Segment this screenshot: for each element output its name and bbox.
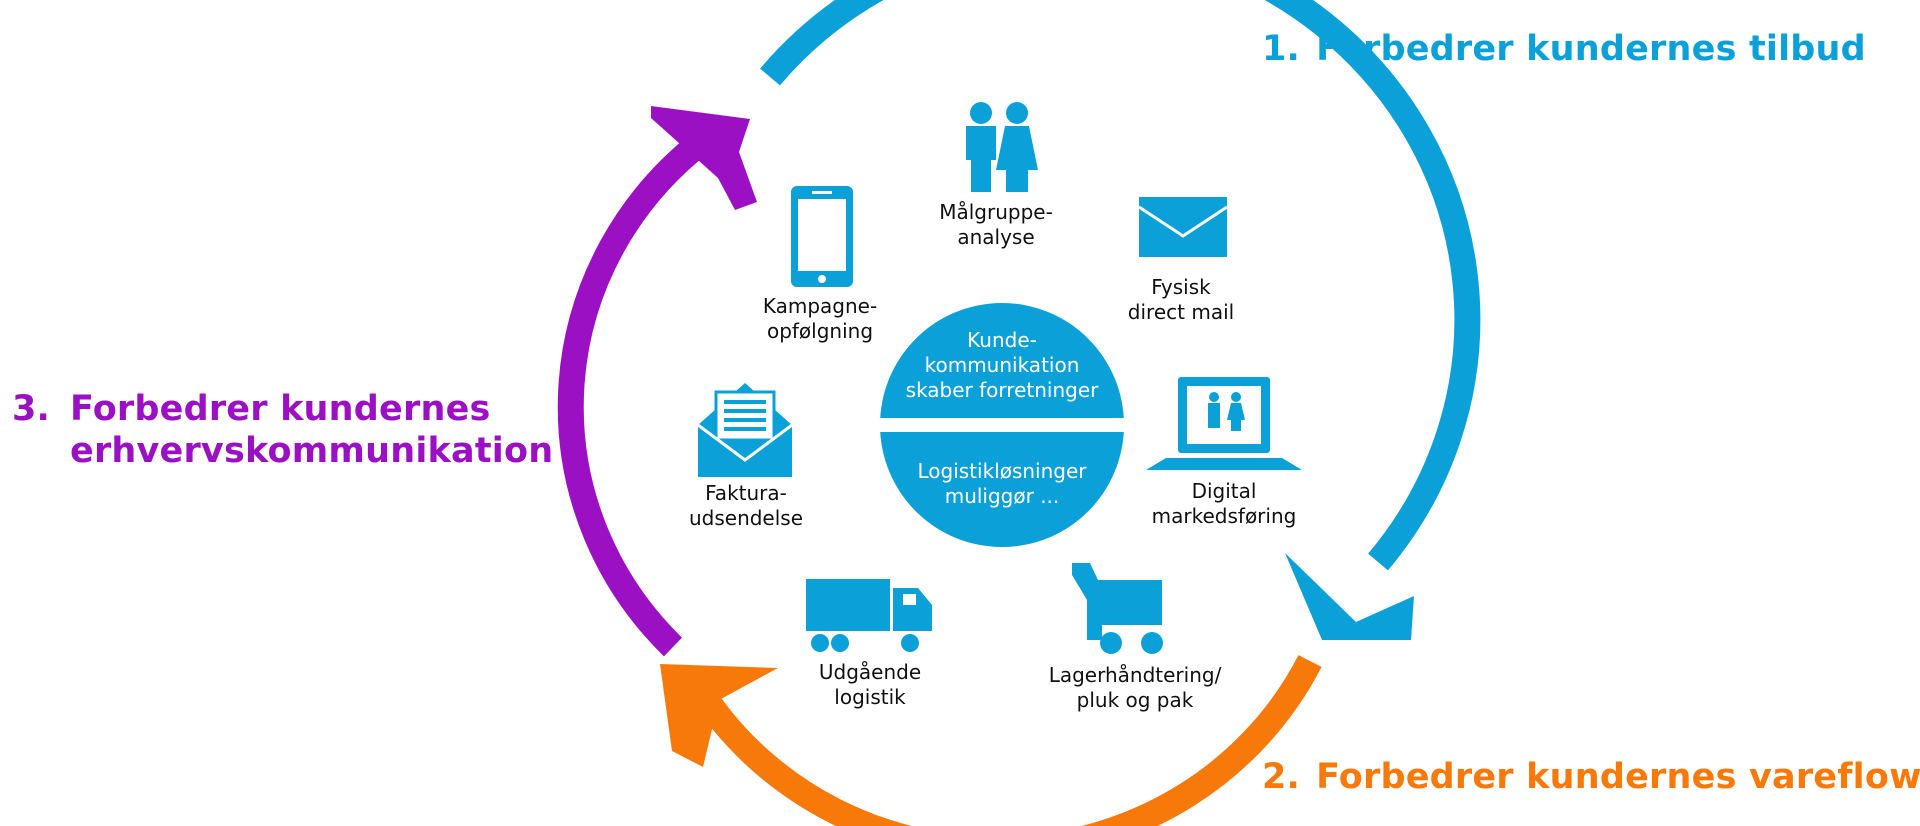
label-direct-mail: Fysisk direct mail	[1128, 275, 1234, 325]
label-malgruppe-analyse: Målgruppe- analyse	[939, 200, 1053, 250]
label-line: analyse	[957, 225, 1035, 249]
blue-cycle-arrow	[760, 0, 1481, 640]
heading-improves-business-communication: 3. Forbedrer kundernes erhvervskommunikat…	[12, 388, 553, 472]
center-bottom-line: muliggør ...	[944, 484, 1060, 508]
center-circle	[874, 303, 1130, 547]
center-top-text: Kunde- kommunikation skaber forretninger	[906, 328, 1099, 403]
center-top-line: skaber forretninger	[905, 378, 1099, 402]
label-line: direct mail	[1127, 300, 1235, 324]
heading-text-line2: erhvervskommunikation	[70, 431, 554, 471]
label-line: opfølgning	[766, 319, 874, 343]
label-line: pluk og pak	[1076, 688, 1194, 712]
heading-number: 3.	[12, 389, 51, 429]
center-top-line: Kunde-	[967, 328, 1037, 352]
label-line: Fysisk	[1151, 275, 1211, 299]
purple-cycle-arrow	[557, 106, 757, 657]
orange-cycle-arrow	[660, 655, 1322, 826]
heading-number: 2.	[1262, 757, 1301, 797]
label-line: Faktura-	[705, 481, 787, 505]
people-icon	[966, 102, 1038, 192]
envelope-icon	[1138, 197, 1228, 257]
center-bottom-line: Logistikløsninger	[917, 459, 1087, 483]
label-line: markedsføring	[1151, 504, 1297, 528]
label-outbound-logistics: Udgående logistik	[819, 660, 921, 710]
label-line: Udgående	[818, 660, 922, 684]
heading-text-line1: Forbedrer kundernes	[70, 389, 491, 429]
heading-improves-offer: 1. Forbedrer kundernes tilbud	[1262, 28, 1866, 70]
label-line: Kampagne-	[762, 294, 878, 318]
label-line: logistik	[834, 685, 906, 709]
heading-number: 1.	[1262, 29, 1301, 69]
label-line: udsendelse	[688, 506, 804, 530]
label-warehousing: Lagerhåndtering/ pluk og pak	[1049, 663, 1222, 713]
label-campaign-followup: Kampagne- opfølgning	[763, 294, 877, 344]
laptop-people-icon	[1146, 377, 1302, 470]
heading-improves-goods-flow: 2. Forbedrer kundernes vareflow	[1262, 756, 1920, 798]
label-line: Lagerhåndtering/	[1048, 663, 1222, 687]
label-invoice-dispatch: Faktura- udsendelse	[689, 481, 803, 531]
shopping-cart-icon	[1072, 563, 1163, 654]
label-line: Digital	[1191, 479, 1257, 503]
center-top-line: kommunikation	[924, 353, 1080, 377]
delivery-truck-icon	[806, 579, 932, 652]
open-envelope-letter-icon	[697, 383, 793, 477]
center-bottom-text: Logistikløsninger muliggør ...	[917, 459, 1086, 509]
heading-text: Forbedrer kundernes vareflow	[1316, 757, 1920, 797]
heading-text: Forbedrer kundernes tilbud	[1316, 29, 1866, 69]
label-digital-marketing: Digital markedsføring	[1152, 479, 1297, 529]
label-line: Målgruppe-	[939, 200, 1053, 224]
smartphone-icon	[791, 186, 853, 287]
